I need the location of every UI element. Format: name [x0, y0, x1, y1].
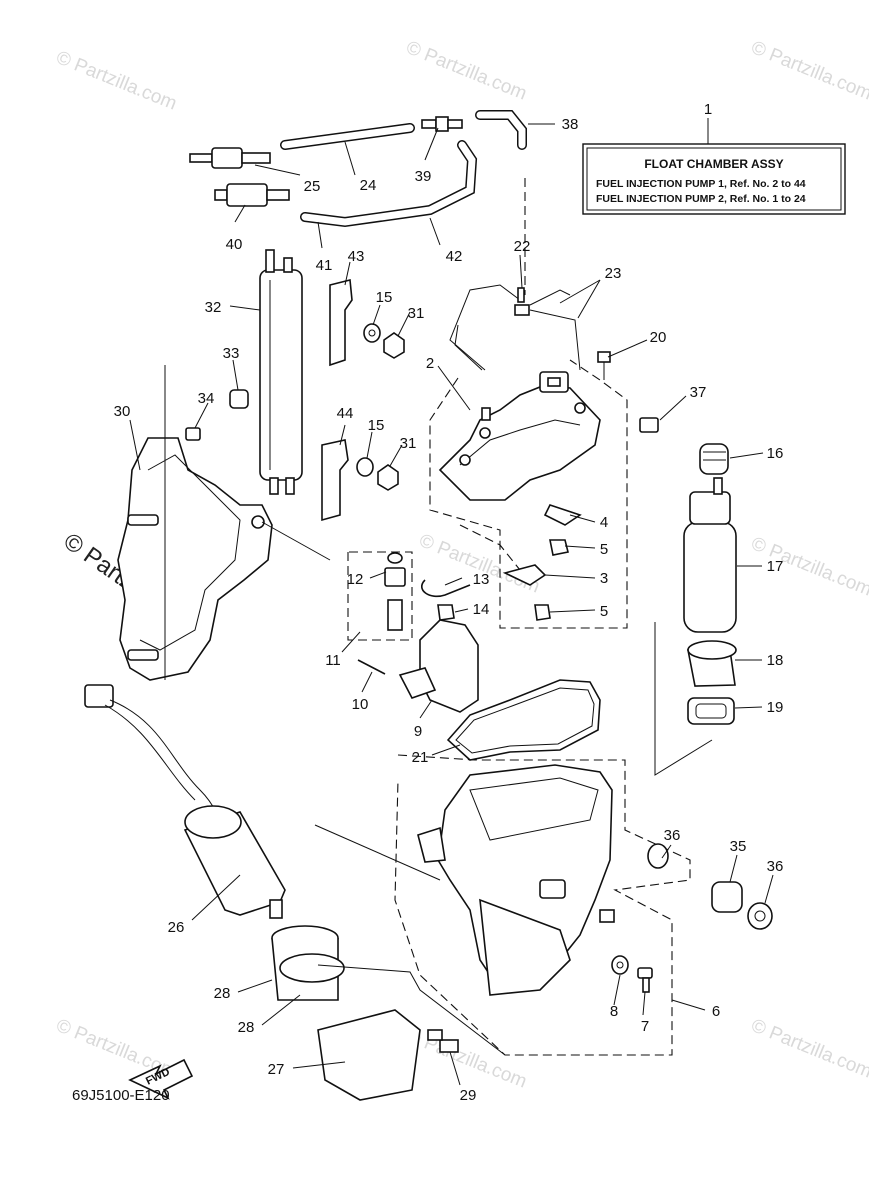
assy-box-line-2: FUEL INJECTION PUMP 2, Ref. No. 1 to 24 — [596, 193, 806, 205]
callout-32: 32 — [205, 299, 222, 316]
watermark-text: © Partzilla.com — [748, 37, 869, 104]
callout-21: 21 — [412, 749, 429, 766]
callout-1: 1 — [704, 101, 712, 118]
callout-22: 22 — [514, 238, 531, 255]
callout-15: 15 — [368, 417, 385, 434]
callout-37: 37 — [690, 384, 707, 401]
callout-2: 2 — [426, 355, 434, 372]
callout-27: 27 — [268, 1061, 285, 1078]
callout-3: 3 — [600, 570, 608, 587]
callout-5: 5 — [600, 541, 608, 558]
fuel-hoses — [280, 110, 581, 371]
callout-43: 43 — [348, 248, 365, 265]
callout-13: 13 — [473, 571, 490, 588]
callout-12: 12 — [347, 571, 364, 588]
watermark-text: © Partzilla.com — [748, 1015, 869, 1082]
callout-9: 9 — [414, 723, 422, 740]
pump-body — [438, 371, 601, 501]
filter-canister — [259, 249, 303, 495]
drain-hardware — [611, 843, 773, 993]
small-hardware — [421, 351, 659, 621]
callout-20: 20 — [650, 329, 667, 346]
callout-5: 5 — [600, 603, 608, 620]
hose-fittings — [189, 116, 463, 207]
callout-24: 24 — [360, 177, 377, 194]
callout-30: 30 — [114, 403, 131, 420]
callout-34: 34 — [198, 390, 215, 407]
assembly-boundaries — [347, 178, 691, 1056]
watermark-text: © Partzilla.com — [403, 1025, 530, 1092]
callout-19: 19 — [767, 699, 784, 716]
callout-41: 41 — [316, 257, 333, 274]
assy-reference-box: FLOAT CHAMBER ASSY FUEL INJECTION PUMP 1… — [582, 118, 846, 215]
callout-23: 23 — [605, 265, 622, 282]
callout-25: 25 — [304, 178, 321, 195]
callout-28: 28 — [214, 985, 231, 1002]
callout-33: 33 — [223, 345, 240, 362]
callout-7: 7 — [641, 1018, 649, 1035]
callout-42: 42 — [446, 248, 463, 265]
callout-8: 8 — [610, 1003, 618, 1020]
diagram-code: 69J5100-E120 — [72, 1087, 170, 1104]
fwd-arrow: FWD — [128, 1058, 194, 1100]
callout-10: 10 — [352, 696, 369, 713]
float — [398, 619, 479, 713]
callout-15: 15 — [376, 289, 393, 306]
callout-39: 39 — [415, 168, 432, 185]
assy-box-line-1: FUEL INJECTION PUMP 1, Ref. No. 2 to 44 — [596, 178, 806, 190]
callout-4: 4 — [600, 514, 608, 531]
callout-29: 29 — [460, 1087, 477, 1104]
watermark-text: © Partzilla.com — [403, 37, 530, 104]
callout-40: 40 — [226, 236, 243, 253]
callout-26: 26 — [168, 919, 185, 936]
bracket-plate — [117, 365, 273, 681]
callout-31: 31 — [400, 435, 417, 452]
callout-labels: 1 2 3 4 5 5 6 7 8 9 10 11 12 13 14 15 15… — [114, 101, 784, 1104]
assy-box-title: FLOAT CHAMBER ASSY — [644, 157, 783, 171]
callout-35: 35 — [730, 838, 747, 855]
callout-28: 28 — [238, 1019, 255, 1036]
gasket — [446, 679, 601, 761]
watermark-text: © Partzilla.com — [53, 47, 180, 114]
float-chamber — [417, 764, 615, 996]
callout-36: 36 — [664, 827, 681, 844]
callout-38: 38 — [562, 116, 579, 133]
callout-6: 6 — [712, 1003, 720, 1020]
callout-44: 44 — [337, 405, 354, 422]
callout-18: 18 — [767, 652, 784, 669]
pump-2-assembly — [84, 521, 506, 1101]
callout-36: 36 — [767, 858, 784, 875]
needle-valve-parts — [357, 552, 406, 675]
callout-11: 11 — [325, 652, 341, 669]
washers-nuts — [185, 323, 405, 491]
clip-brackets — [321, 278, 353, 522]
callout-16: 16 — [767, 445, 784, 462]
callout-14: 14 — [473, 601, 490, 618]
callout-31: 31 — [408, 305, 425, 322]
callout-17: 17 — [767, 558, 784, 575]
leader-lines — [129, 123, 774, 1086]
electric-fuel-pump — [654, 443, 737, 776]
